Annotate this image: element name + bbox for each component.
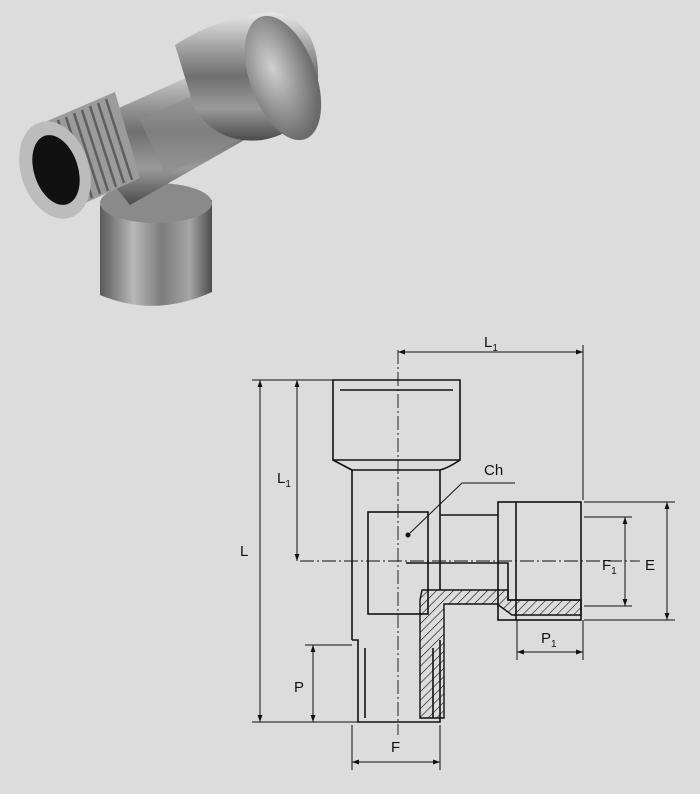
- label-f1: F1: [602, 557, 617, 577]
- threaded-end: [19, 92, 140, 219]
- label-ch: Ch: [484, 462, 503, 479]
- right-socket: [175, 12, 322, 141]
- label-l1-left: L1: [277, 470, 291, 490]
- label-p: P: [294, 679, 304, 696]
- dimension-lines: [252, 345, 675, 770]
- label-l: L: [240, 543, 248, 560]
- label-p1: P1: [541, 630, 557, 650]
- label-f: F: [391, 739, 400, 756]
- tee-fitting-photo: [19, 12, 322, 306]
- label-l1-top: L1: [484, 334, 498, 354]
- label-e: E: [645, 557, 655, 574]
- dimension-labels: L1 L L1 Ch F1 E P P1 F: [240, 334, 655, 756]
- fitting-outline: [332, 379, 582, 723]
- section-hatching: [419, 589, 582, 719]
- ch-leader-dot: [405, 532, 411, 538]
- center-lines: [300, 350, 640, 735]
